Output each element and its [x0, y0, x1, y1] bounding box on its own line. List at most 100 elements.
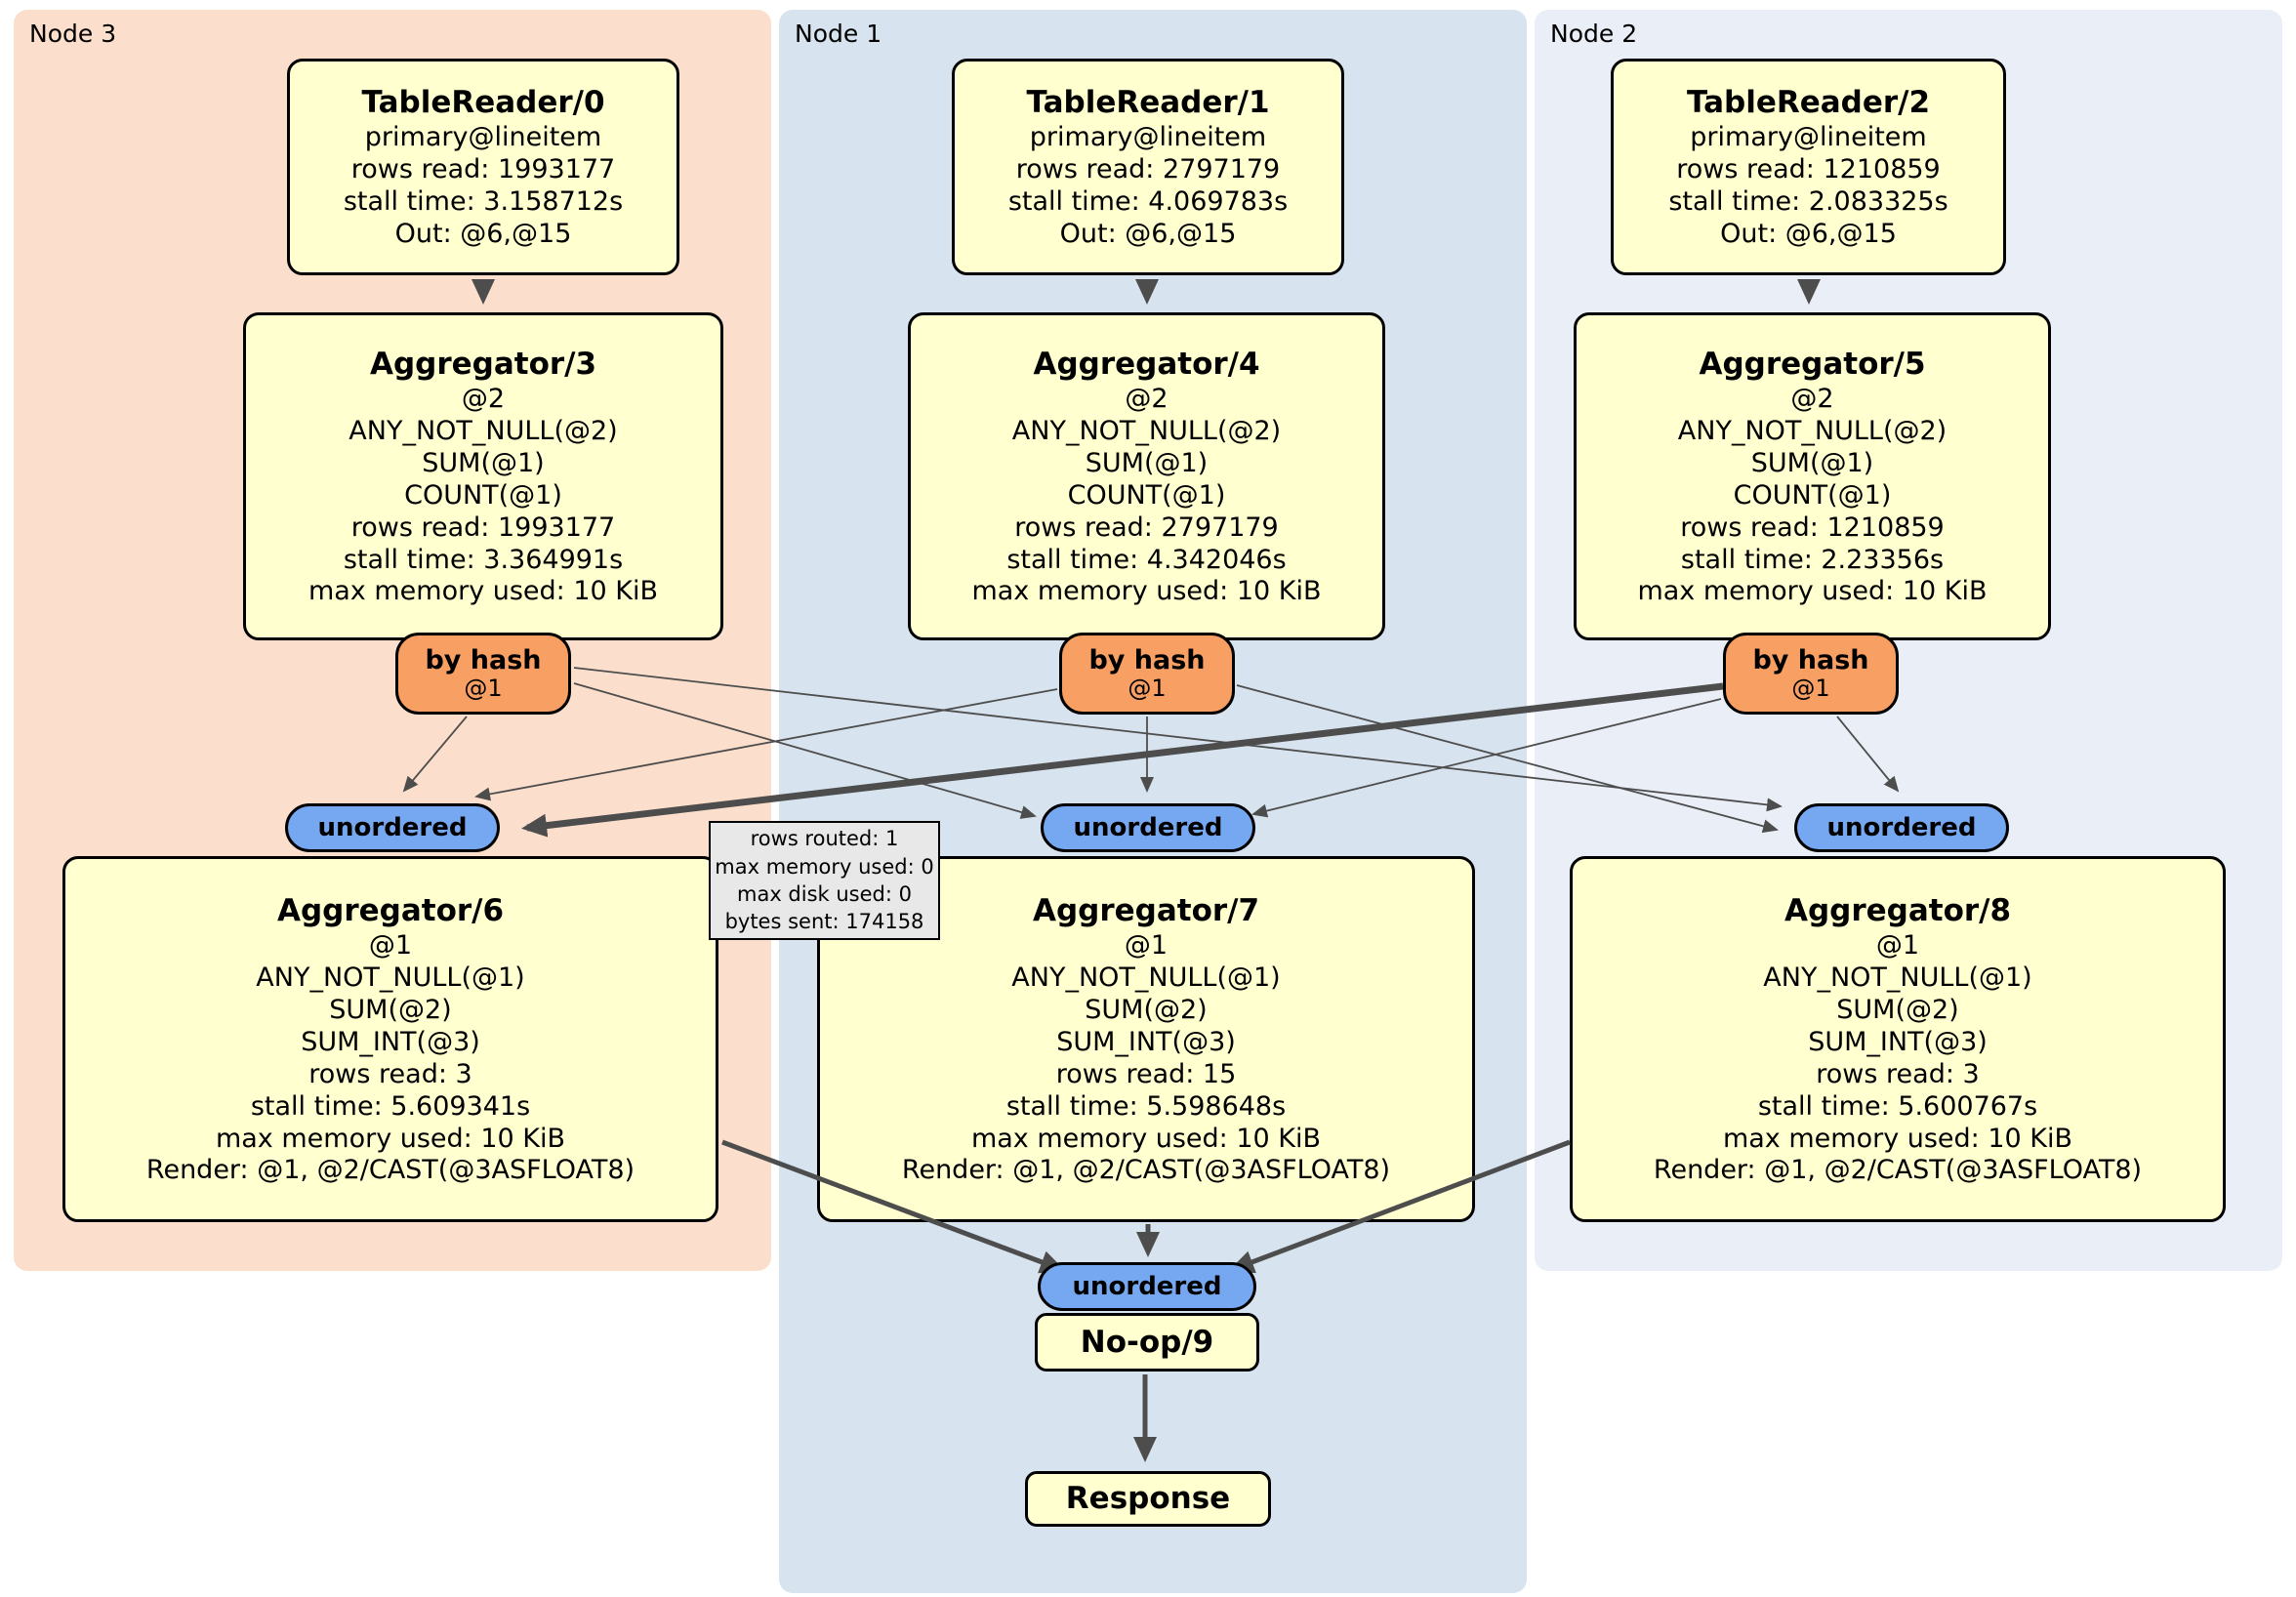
processor-detail: SUM(@1): [1085, 447, 1209, 478]
node1-label: Node 1: [795, 20, 882, 48]
processor-detail: stall time: 2.23356s: [1680, 544, 1945, 575]
sync-label: unordered: [1073, 813, 1223, 842]
router-label: by hash: [1752, 645, 1869, 676]
processor-detail: Render: @1, @2/CAST(@3ASFLOAT8): [1653, 1155, 2143, 1186]
sync-unordered-9[interactable]: unordered: [1038, 1262, 1256, 1311]
node2-label: Node 2: [1550, 20, 1638, 48]
processor-tablereader-2[interactable]: TableReader/2 primary@lineitem rows read…: [1611, 59, 2006, 275]
processor-detail: stall time: 3.158712s: [343, 186, 624, 218]
processor-detail: ANY_NOT_NULL(@1): [1763, 962, 2032, 993]
processor-detail: primary@lineitem: [364, 122, 602, 153]
processor-detail: rows read: 1993177: [350, 512, 616, 543]
processor-detail: max memory used: 10 KiB: [308, 576, 659, 607]
processor-aggregator-6[interactable]: Aggregator/6 @1 ANY_NOT_NULL(@1) SUM(@2)…: [62, 856, 718, 1222]
processor-title: Aggregator/3: [369, 346, 597, 382]
processor-title: Aggregator/8: [1784, 892, 2012, 928]
processor-title: Aggregator/4: [1033, 346, 1260, 382]
processor-detail: rows read: 2797179: [1014, 512, 1279, 543]
processor-noop-9[interactable]: No-op/9: [1035, 1313, 1259, 1372]
processor-tablereader-0[interactable]: TableReader/0 primary@lineitem rows read…: [287, 59, 679, 275]
processor-detail: stall time: 5.609341s: [250, 1090, 531, 1122]
processor-detail: primary@lineitem: [1690, 122, 1927, 153]
processor-title: Aggregator/6: [276, 892, 505, 928]
processor-detail: rows read: 1993177: [350, 154, 616, 185]
processor-detail: rows read: 1210859: [1676, 154, 1941, 185]
processor-detail: rows read: 3: [1816, 1058, 1980, 1089]
processor-detail: @1: [1875, 929, 1920, 961]
processor-response[interactable]: Response: [1025, 1471, 1271, 1527]
processor-detail: ANY_NOT_NULL(@1): [1011, 962, 1281, 993]
processor-title: Aggregator/5: [1699, 346, 1926, 382]
processor-detail: max memory used: 10 KiB: [971, 576, 1322, 607]
processor-detail: SUM_INT(@3): [1808, 1026, 1988, 1057]
processor-title: TableReader/1: [1026, 84, 1270, 120]
processor-title: TableReader/0: [361, 84, 605, 120]
processor-title: Response: [1065, 1481, 1231, 1517]
sync-unordered-6[interactable]: unordered: [285, 803, 500, 852]
sync-label: unordered: [1826, 813, 1977, 842]
processor-detail: max memory used: 10 KiB: [1637, 576, 1988, 607]
processor-detail: SUM_INT(@3): [1056, 1026, 1236, 1057]
processor-aggregator-4[interactable]: Aggregator/4 @2 ANY_NOT_NULL(@2) SUM(@1)…: [908, 312, 1385, 640]
processor-aggregator-8[interactable]: Aggregator/8 @1 ANY_NOT_NULL(@1) SUM(@2)…: [1570, 856, 2226, 1222]
sync-unordered-8[interactable]: unordered: [1794, 803, 2009, 852]
edge-stats-tooltip: rows routed: 1 max memory used: 0 max di…: [709, 821, 940, 940]
processor-detail: rows read: 3: [308, 1058, 472, 1089]
router-label: by hash: [425, 645, 542, 676]
tooltip-line: bytes sent: 174158: [724, 910, 924, 934]
processor-detail: stall time: 3.364991s: [343, 544, 624, 575]
processor-aggregator-3[interactable]: Aggregator/3 @2 ANY_NOT_NULL(@2) SUM(@1)…: [243, 312, 723, 640]
sync-label: unordered: [317, 813, 468, 842]
router-label: by hash: [1088, 645, 1206, 676]
processor-detail: max memory used: 10 KiB: [1722, 1123, 2073, 1154]
processor-detail: SUM(@2): [329, 994, 452, 1025]
router-by-hash-3[interactable]: by hash @1: [395, 633, 571, 715]
processor-title: Aggregator/7: [1032, 892, 1260, 928]
tooltip-line: max memory used: 0: [715, 854, 934, 879]
processor-detail: SUM(@2): [1836, 994, 1959, 1025]
processor-detail: @2: [461, 383, 506, 414]
processor-detail: max memory used: 10 KiB: [215, 1123, 566, 1154]
processor-detail: @1: [368, 929, 413, 961]
node3-label: Node 3: [29, 20, 117, 48]
processor-detail: COUNT(@1): [1733, 479, 1892, 511]
processor-detail: COUNT(@1): [1067, 479, 1226, 511]
router-column: @1: [464, 675, 503, 703]
sync-unordered-7[interactable]: unordered: [1041, 803, 1255, 852]
processor-tablereader-1[interactable]: TableReader/1 primary@lineitem rows read…: [952, 59, 1344, 275]
processor-title: TableReader/2: [1686, 84, 1931, 120]
processor-detail: ANY_NOT_NULL(@2): [1011, 415, 1282, 446]
processor-detail: stall time: 4.342046s: [1006, 544, 1287, 575]
processor-detail: stall time: 2.083325s: [1668, 186, 1948, 218]
processor-detail: @2: [1125, 383, 1168, 414]
processor-detail: SUM(@2): [1085, 994, 1208, 1025]
tooltip-line: max disk used: 0: [737, 882, 912, 906]
sync-label: unordered: [1072, 1272, 1222, 1301]
processor-detail: stall time: 4.069783s: [1007, 186, 1289, 218]
processor-detail: Out: @6,@15: [1720, 219, 1897, 250]
processor-detail: Render: @1, @2/CAST(@3ASFLOAT8): [145, 1155, 636, 1186]
processor-detail: rows read: 2797179: [1015, 154, 1281, 185]
router-by-hash-5[interactable]: by hash @1: [1723, 633, 1899, 715]
processor-detail: @2: [1790, 383, 1834, 414]
processor-title: No-op/9: [1080, 1324, 1214, 1360]
processor-detail: rows read: 15: [1055, 1058, 1237, 1089]
processor-detail: COUNT(@1): [404, 479, 562, 511]
processor-detail: Out: @6,@15: [1059, 219, 1237, 250]
processor-aggregator-5[interactable]: Aggregator/5 @2 ANY_NOT_NULL(@2) SUM(@1)…: [1574, 312, 2051, 640]
processor-detail: Out: @6,@15: [394, 219, 572, 250]
router-column: @1: [1128, 675, 1167, 703]
processor-detail: primary@lineitem: [1029, 122, 1267, 153]
processor-detail: Render: @1, @2/CAST(@3ASFLOAT8): [901, 1155, 1391, 1186]
router-column: @1: [1791, 675, 1830, 703]
processor-detail: @1: [1124, 929, 1168, 961]
processor-detail: stall time: 5.600767s: [1757, 1090, 2038, 1122]
processor-detail: SUM_INT(@3): [301, 1026, 480, 1057]
tooltip-line: rows routed: 1: [750, 827, 899, 851]
router-by-hash-4[interactable]: by hash @1: [1059, 633, 1235, 715]
processor-detail: ANY_NOT_NULL(@1): [256, 962, 525, 993]
processor-detail: max memory used: 10 KiB: [970, 1123, 1322, 1154]
processor-detail: SUM(@1): [422, 447, 545, 478]
processor-detail: ANY_NOT_NULL(@2): [1677, 415, 1948, 446]
